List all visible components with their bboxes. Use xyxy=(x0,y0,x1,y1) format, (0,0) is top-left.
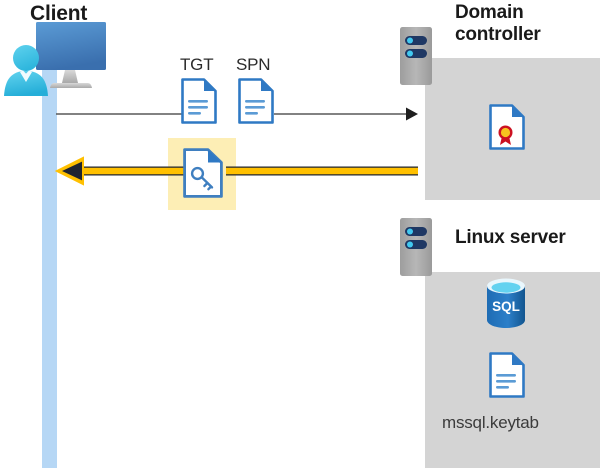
client-lifeline-bar xyxy=(42,62,57,468)
domain-controller-title-line2: controller xyxy=(455,23,541,45)
server-rack-icon-domain-controller xyxy=(400,27,432,85)
page-title-linux-server: Linux server xyxy=(455,227,566,248)
page-title-client: Client xyxy=(30,2,88,25)
domain-controller-title-line1: Domain xyxy=(455,2,524,23)
request-arrow xyxy=(56,104,418,124)
keytab-filename-label: mssql.keytab xyxy=(442,413,539,432)
desktop-monitor-icon xyxy=(14,22,106,94)
spn-label: SPN xyxy=(236,55,271,74)
ticket-reply-arrow xyxy=(54,156,418,186)
sql-database-label: SQL xyxy=(492,299,520,314)
document-icon-keytab xyxy=(489,352,525,398)
server-rack-icon-linux xyxy=(400,218,432,276)
user-person-icon xyxy=(0,44,52,96)
key-document-icon xyxy=(183,148,223,198)
sql-database-icon: SQL xyxy=(483,277,529,329)
certificate-document-icon xyxy=(489,104,525,150)
page-title-domain-controller: Domain controller xyxy=(455,2,585,46)
document-icon-spn xyxy=(238,78,274,124)
document-icon-tgt xyxy=(181,78,217,124)
tgt-label: TGT xyxy=(180,55,214,74)
